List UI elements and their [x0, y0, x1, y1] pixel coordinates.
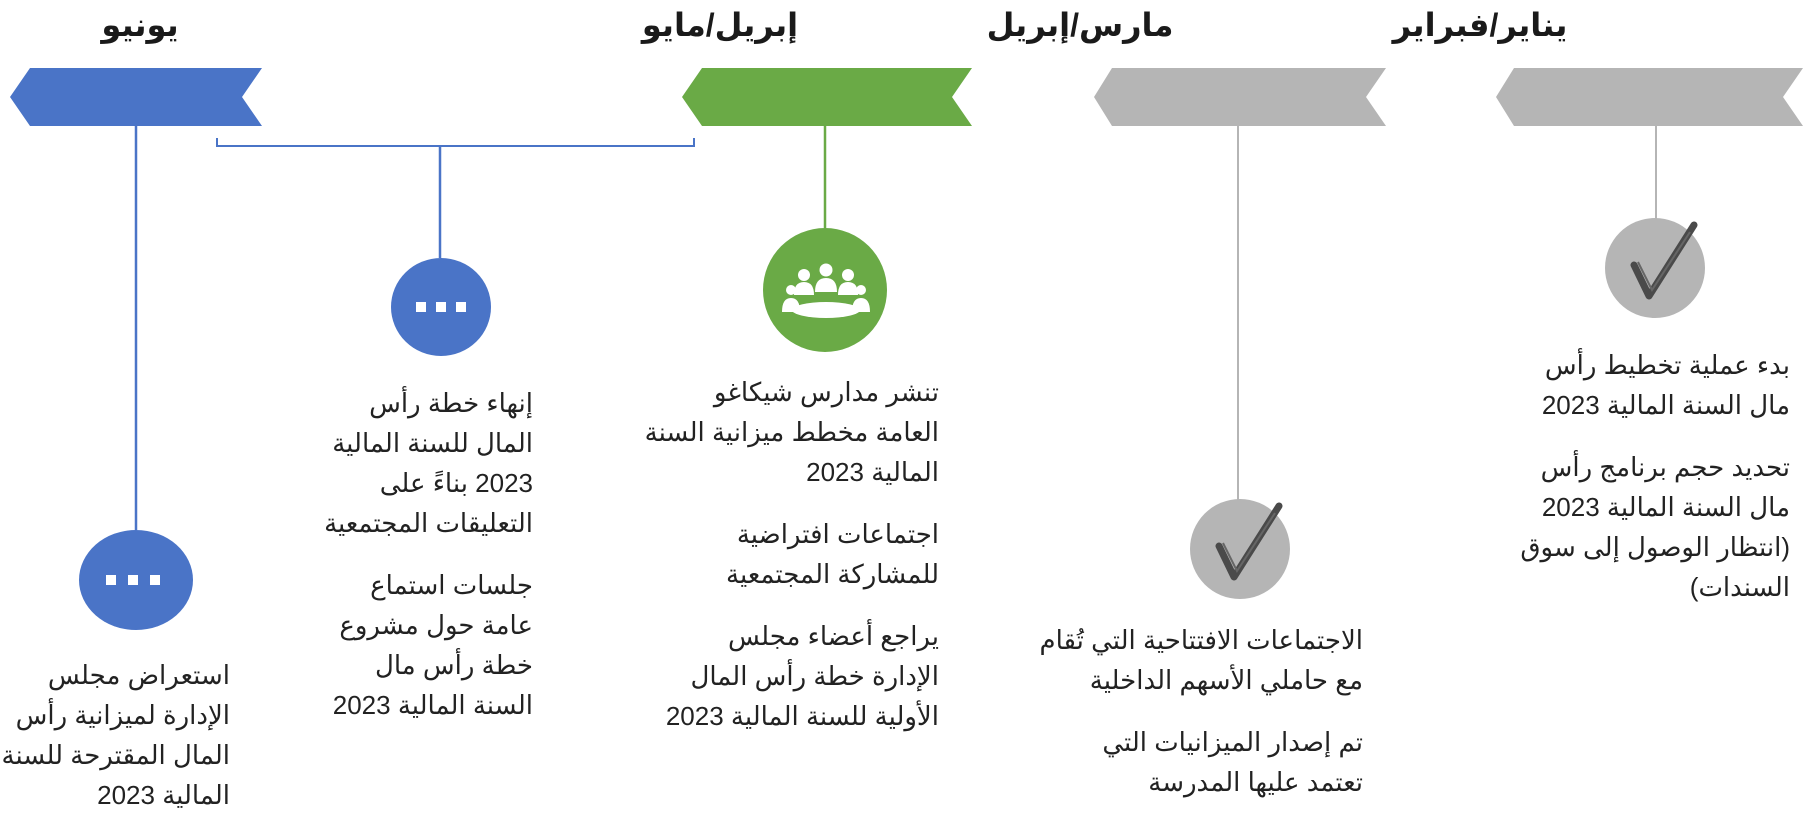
period-banner-mar-apr — [1094, 68, 1386, 126]
period-banner-june — [10, 68, 262, 126]
period-banner-jan-feb — [1496, 68, 1803, 126]
period-title-mar-apr: مارس/إبريل — [986, 7, 1174, 43]
people-meeting-icon — [763, 228, 887, 352]
checkmark-icon — [1190, 499, 1290, 599]
ellipsis-icon — [79, 530, 193, 630]
period-title-jan-feb: يناير/فبراير — [1392, 7, 1568, 43]
bracket-connector — [216, 138, 695, 147]
period-banner-apr-may — [682, 68, 972, 126]
checkmark-icon — [1605, 218, 1705, 318]
period-title-apr-may: إبريل/مايو — [641, 7, 799, 43]
ellipsis-icon — [391, 258, 491, 356]
period-title-june: يونيو — [101, 7, 179, 43]
